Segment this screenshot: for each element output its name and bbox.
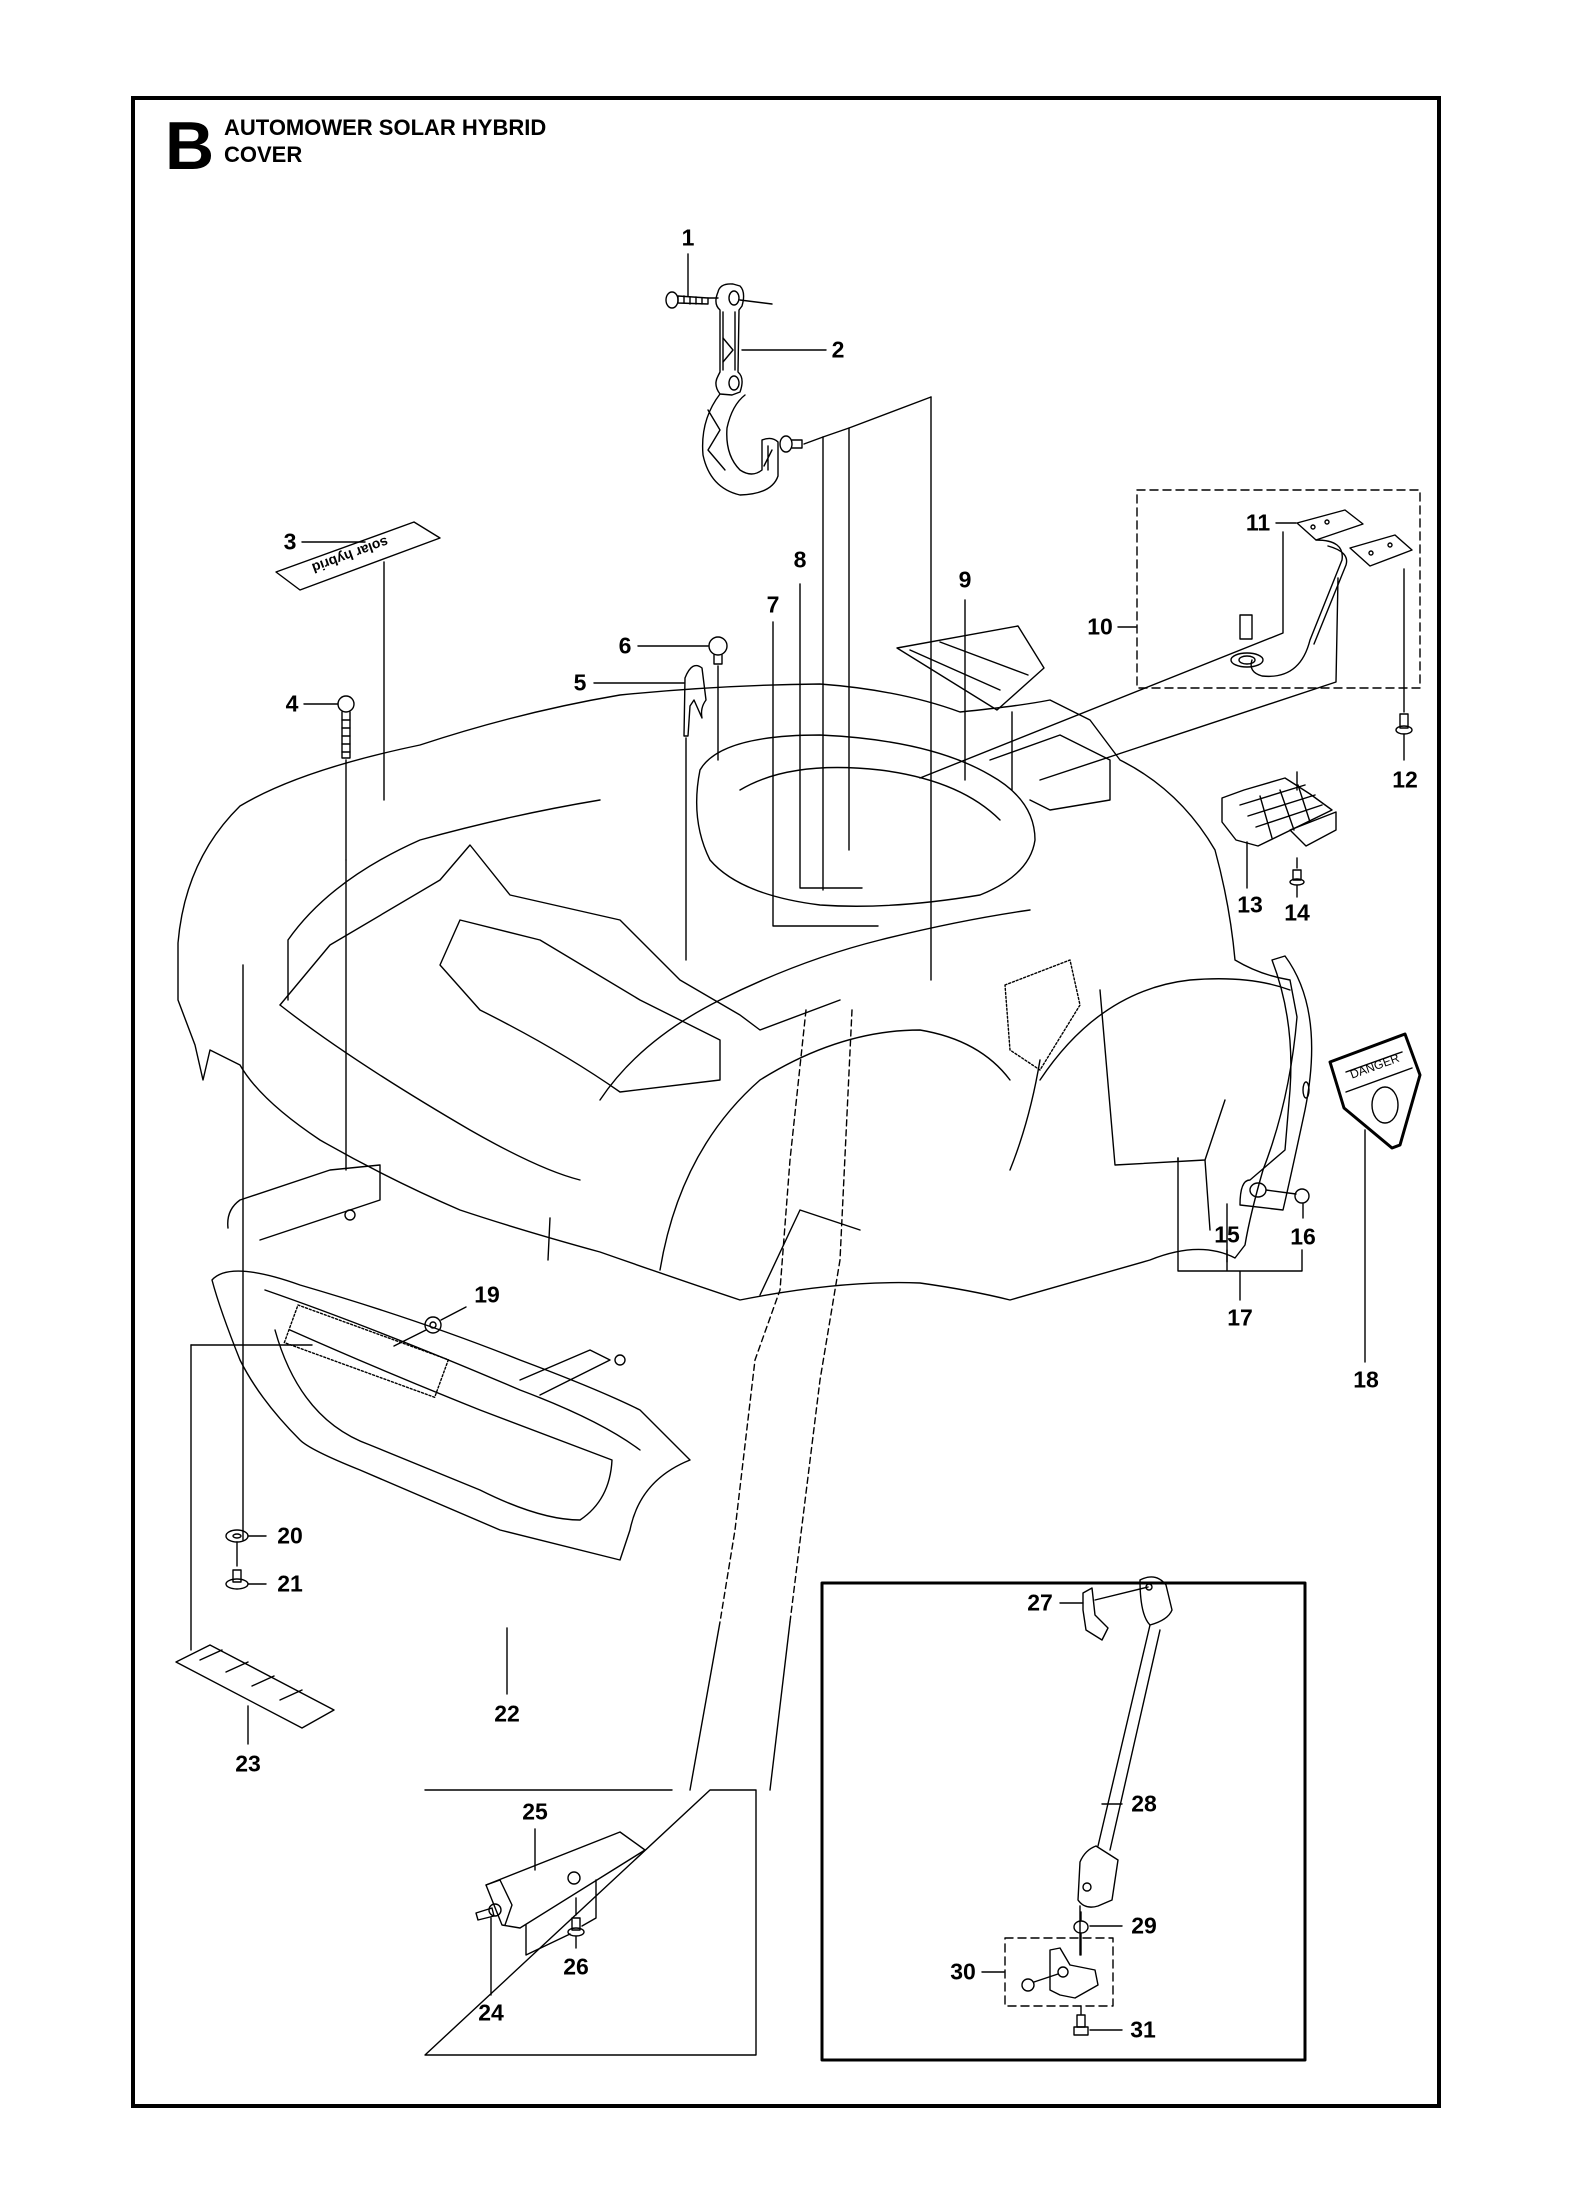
part-18-danger-decal [1328,1032,1422,1150]
part-13-cover [1221,777,1337,847]
leader-to-inset-25 [689,1621,791,1791]
page-title-line2: COVER [224,142,303,167]
leader-17 [1177,1157,1303,1301]
part-9-decal [896,625,1045,711]
callout-9: 9 [958,566,972,593]
leader-19 [393,1306,467,1347]
leader-7 [772,621,879,927]
section-letter: B [165,108,215,184]
callout-17: 17 [1227,1304,1253,1331]
part-29-nut [1073,1920,1089,1934]
callout-28: 28 [1131,1790,1157,1817]
part-30-bracket [1021,1947,1099,1999]
callout-4: 4 [285,690,299,717]
callout-18: 18 [1353,1366,1379,1393]
part-14-screw [1289,869,1305,886]
part-main-cover [177,683,1298,1301]
callout-21: 21 [277,1570,303,1597]
callout-16: 16 [1290,1223,1316,1250]
inset-box-left [424,1789,757,2056]
part-5-clip [683,664,707,737]
part-3-solar-hybrid-decal [275,521,441,591]
part-22-front-bumper [211,1164,691,1561]
callout-23: 23 [235,1750,261,1777]
callout-8: 8 [793,546,807,573]
part-20-washer [225,1529,249,1543]
callout-29: 29 [1131,1912,1157,1939]
callout-15: 15 [1214,1221,1240,1248]
callout-19: 19 [474,1281,500,1308]
callout-25: 25 [522,1798,548,1825]
part-23-warning-decal [175,1644,335,1729]
leader-31 [1080,2005,1123,2031]
callout-14: 14 [1284,899,1310,926]
part-2-hook [701,283,803,496]
diagram-frame [131,96,1441,2108]
part-19-nut [424,1316,442,1334]
leader-8 [799,583,863,889]
part-25-bracket [485,1831,646,1929]
part-24-pin [475,1903,502,1921]
part-27-clip [1082,1586,1149,1641]
callout-31: 31 [1130,2016,1156,2043]
part-30-group-box [1004,1937,1114,2007]
part-10-group-box [1136,489,1421,689]
callout-7: 7 [766,591,780,618]
leader-1b [707,297,773,305]
part-26-screw [567,1917,585,1937]
part-21-bolt [225,1569,249,1590]
callout-5: 5 [573,669,587,696]
leader-11c [1039,577,1339,781]
decal-text-danger: DANGER [1348,1051,1401,1082]
callout-3: 3 [283,528,297,555]
leader-11b [919,531,1284,779]
callout-20: 20 [277,1522,303,1549]
leader-vertical-group [822,396,932,981]
part-4-screw [337,695,355,759]
callout-24: 24 [478,1999,504,2026]
callout-12: 12 [1392,766,1418,793]
callout-30: 30 [950,1958,976,1985]
callout-2: 2 [831,336,845,363]
part-6-screw [708,636,728,665]
leader-bumper-left [242,859,347,1541]
callout-11: 11 [1245,509,1271,536]
part-11-sensor [1230,509,1413,678]
callout-10: 10 [1087,613,1113,640]
danger-decal-on-cover [1004,959,1081,1071]
callout-26: 26 [563,1953,589,1980]
part-15-side-flap [1239,955,1313,1211]
callout-22: 22 [494,1700,520,1727]
inset-box-right [820,1581,1307,2062]
callout-27: 27 [1027,1589,1053,1616]
part-12-screw [1395,713,1413,735]
part-28-gas-strut [1077,1576,1173,1908]
page-title-line1: AUTOMOWER SOLAR HYBRID [224,115,547,140]
part-16-pin [1265,1188,1310,1204]
callout-6: 6 [618,632,632,659]
callout-1: 1 [681,224,695,251]
leader-20-21 [236,1535,267,1585]
part-1-screw [665,291,709,309]
leader-26 [525,1879,597,1956]
callout-13: 13 [1237,891,1263,918]
hidden-line-to-inset [719,1009,853,1623]
leader-29 [1080,1911,1123,1956]
leader-hook-pin [803,396,932,445]
part-31-bolt [1073,2014,1089,2036]
